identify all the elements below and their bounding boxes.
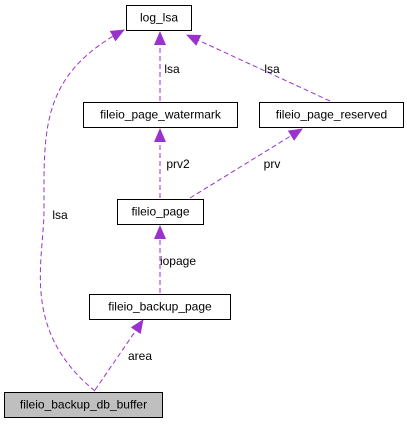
edge-label: lsa xyxy=(52,208,68,222)
node-box[interactable] xyxy=(89,294,231,320)
node-box[interactable] xyxy=(117,199,204,225)
node-label: log_lsa xyxy=(140,11,178,25)
edge-fileio_backup_page-to-fileio_page: iopage xyxy=(154,225,196,293)
node-log-lsa[interactable]: log_lsa xyxy=(126,5,192,31)
edge-line xyxy=(94,319,144,391)
edge-label: area xyxy=(128,349,152,363)
edge-fileio_backup_db_buffer-to-fileio_backup_page: area xyxy=(94,319,152,391)
edge-fileio_page-to-fileio_page_reserved: prv xyxy=(189,128,303,199)
node-fileio-page[interactable]: fileio_page xyxy=(117,199,204,225)
edge-line xyxy=(39,29,125,392)
edge-label: lsa xyxy=(164,62,180,76)
node-label: fileio_backup_db_buffer xyxy=(20,398,147,412)
node-label: fileio_page xyxy=(131,205,189,219)
edge-fileio_page_reserved-to-log_lsa: lsa xyxy=(186,34,331,102)
edge-label: iopage xyxy=(160,254,196,268)
edge-label: prv xyxy=(264,157,281,171)
node-fileio-backup-page[interactable]: fileio_backup_page xyxy=(89,294,231,320)
node-box[interactable] xyxy=(4,392,163,418)
edge-fileio_backup_db_buffer-to-log_lsa: lsa xyxy=(39,29,125,392)
edge-fileio_page-to-fileio_page_watermark: prv2 xyxy=(154,128,190,198)
node-box[interactable] xyxy=(126,5,192,31)
node-fileio-page-reserved[interactable]: fileio_page_reserved xyxy=(259,102,404,128)
node-label: fileio_page_reserved xyxy=(276,108,387,122)
node-fileio-page-watermark[interactable]: fileio_page_watermark xyxy=(83,102,238,128)
edge-line xyxy=(186,34,331,102)
node-box[interactable] xyxy=(83,102,238,128)
node-label: fileio_backup_page xyxy=(108,300,212,314)
node-label: fileio_page_watermark xyxy=(100,108,222,122)
node-fileio-backup-db-buffer[interactable]: fileio_backup_db_buffer xyxy=(4,392,163,418)
edge-label: prv2 xyxy=(166,157,190,171)
edge-label: lsa xyxy=(264,62,280,76)
edge-line xyxy=(189,128,303,199)
edge-fileio_page_watermark-to-log_lsa: lsa xyxy=(154,31,180,101)
node-box[interactable] xyxy=(259,102,404,128)
